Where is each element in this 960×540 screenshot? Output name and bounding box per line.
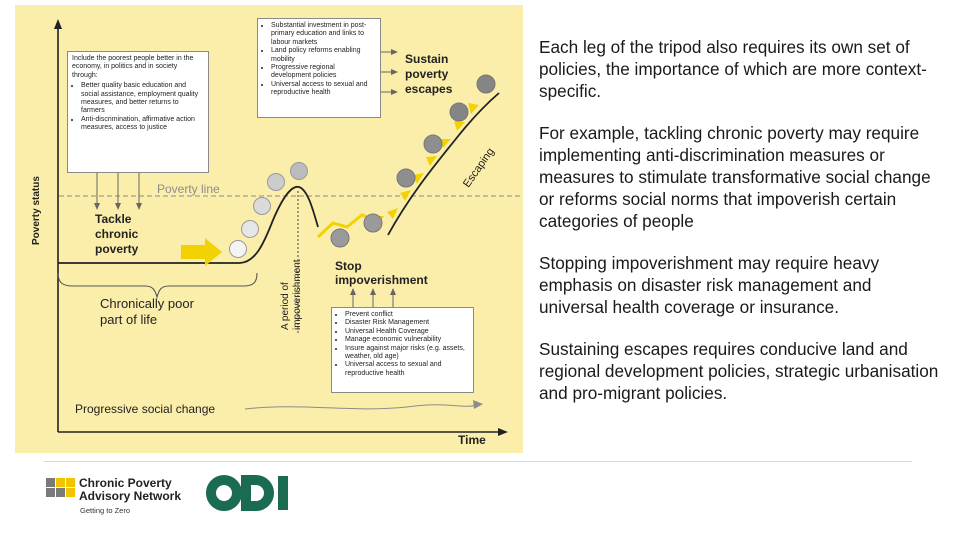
- y-axis-label: Poverty status: [31, 176, 42, 245]
- x-axis-arrow: [498, 428, 508, 436]
- escape-triangle-1: [387, 208, 398, 219]
- period-label: A period of impoverishment: [280, 259, 304, 330]
- circle-11: [476, 74, 496, 94]
- paragraph: Sustaining escapes requires conducive la…: [539, 339, 939, 403]
- chronic-brace: [57, 272, 258, 300]
- circle-6: [330, 228, 350, 248]
- tackle-yellow-arrow: [181, 238, 222, 266]
- circle-7: [363, 213, 383, 233]
- explanation-text: Each leg of the tripod also requires its…: [539, 36, 939, 424]
- sustain-label-line: escapes: [405, 82, 453, 96]
- chronic-label: Chronically poor part of life: [100, 296, 194, 328]
- poverty-trajectory-curve: [58, 186, 319, 264]
- cpan-line: Chronic Poverty: [79, 476, 172, 490]
- tackle-label-line: chronic: [95, 227, 139, 241]
- stop-box-item: Universal Health Coverage: [345, 328, 469, 336]
- stop-label: Stop impoverishment: [335, 259, 428, 287]
- stop-box-item: Manage economic vulnerability: [345, 336, 469, 344]
- escape-trajectory-curve: [387, 92, 500, 236]
- chronic-label-line: part of life: [100, 312, 158, 327]
- stop-box-item: Universal access to sexual and reproduct…: [345, 361, 469, 378]
- tackle-box-item: Anti-discrimination, affirmative action …: [81, 116, 204, 133]
- stop-box-item: Insure against major risks (e.g. assets,…: [345, 345, 469, 362]
- circle-3: [253, 197, 271, 215]
- stop-box-item: Prevent conflict: [345, 311, 469, 319]
- tackle-label: Tackle chronic poverty: [95, 212, 138, 257]
- chronic-label-line: Chronically poor: [100, 296, 194, 311]
- sustain-box-item: Universal access to sexual and reproduct…: [271, 81, 376, 98]
- stop-label-line: impoverishment: [335, 273, 428, 287]
- tackle-box-item: Better quality basic education and socia…: [81, 82, 204, 116]
- poverty-line-label: Poverty line: [157, 182, 220, 196]
- sustain-label-line: Sustain: [405, 52, 449, 66]
- social-change-label: Progressive social change: [75, 402, 216, 416]
- stop-box-item: Disaster Risk Management: [345, 319, 469, 327]
- escape-triangle-4: [426, 156, 437, 166]
- sustain-box-item: Progressive regional development policie…: [271, 64, 376, 81]
- cpan-logo-icon: [46, 478, 75, 497]
- cpan-logo-text: Chronic Poverty Advisory Network: [79, 477, 181, 503]
- sustain-box-item: Land policy reforms enabling mobility: [271, 47, 376, 64]
- sustain-label: Sustain poverty escapes: [405, 52, 452, 97]
- tackle-policy-box: Include the poorest people better in the…: [67, 51, 209, 173]
- social-change-arrow: [244, 404, 478, 410]
- circle-5: [290, 162, 308, 180]
- escape-triangle-5: [440, 139, 451, 148]
- sustain-box-item: Substantial investment in post-primary e…: [271, 22, 376, 47]
- period-label-line: A period of: [280, 282, 291, 330]
- period-label-line: impoverishment: [292, 259, 303, 330]
- escape-triangle-6: [454, 121, 465, 131]
- circle-4: [267, 173, 285, 191]
- social-change-arrowhead: [473, 400, 483, 409]
- stop-policy-box: Prevent conflict Disaster Risk Managemen…: [331, 307, 474, 393]
- paragraph: Stopping impoverishment may require heav…: [539, 253, 880, 317]
- cpan-line: Advisory Network: [79, 489, 182, 503]
- odi-logo-icon: [206, 475, 288, 511]
- sustain-policy-box: Substantial investment in post-primary e…: [257, 18, 381, 118]
- escape-triangle-3: [413, 173, 424, 184]
- circle-10: [449, 102, 469, 122]
- tackle-label-line: Tackle: [95, 212, 132, 226]
- x-axis-label: Time: [458, 433, 486, 447]
- paragraph: For example, tackling chronic poverty ma…: [539, 123, 931, 231]
- poverty-dynamics-diagram: Include the poorest people better in the…: [15, 5, 523, 453]
- stop-label-line: Stop: [335, 259, 362, 273]
- sustain-label-line: poverty: [405, 67, 449, 81]
- tackle-box-intro: Include the poorest people better in the…: [72, 55, 194, 79]
- circle-2: [241, 220, 259, 238]
- escape-triangle-2: [400, 190, 411, 201]
- tackle-label-line: poverty: [95, 242, 139, 256]
- cpan-tagline: Getting to Zero: [80, 506, 131, 515]
- footer-divider: [44, 461, 912, 462]
- circle-1: [229, 240, 247, 258]
- y-axis-arrow: [54, 19, 62, 29]
- circle-9: [423, 134, 443, 154]
- paragraph: Each leg of the tripod also requires its…: [539, 37, 927, 101]
- circle-8: [396, 168, 416, 188]
- escape-triangle-7: [468, 103, 479, 114]
